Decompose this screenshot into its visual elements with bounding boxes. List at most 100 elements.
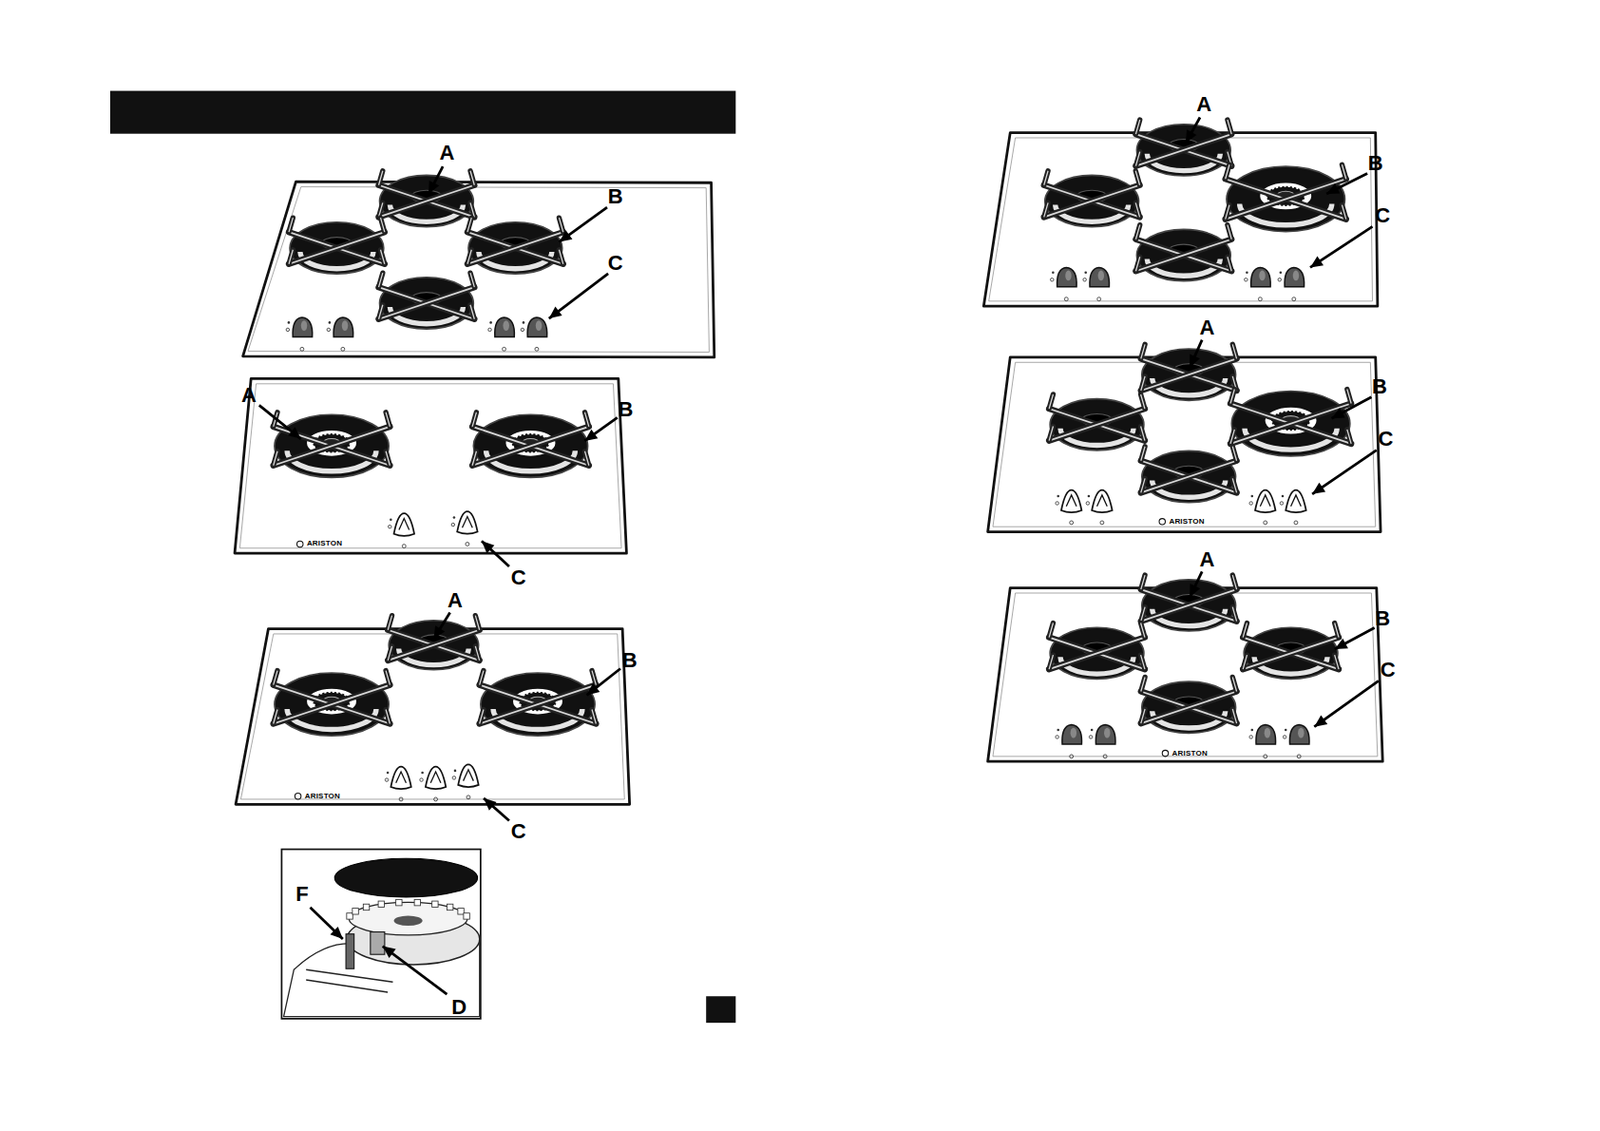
grate-finger-highlight (1232, 607, 1237, 622)
callout-letter: A (1200, 317, 1216, 339)
drawing-part (390, 766, 411, 790)
grate-finger-highlight (1141, 394, 1145, 409)
leader-arrow (1189, 340, 1202, 368)
burner (1048, 394, 1145, 451)
arrow-head (1334, 638, 1349, 649)
arrow-head (1312, 482, 1326, 495)
knob-mark (1055, 501, 1059, 505)
grate-arm (1141, 460, 1238, 494)
grate-finger-highlight (1141, 676, 1145, 691)
grate-finger-highlight (475, 615, 479, 630)
burner (1141, 343, 1238, 400)
leader-arrow (584, 417, 617, 441)
grate-arm (1135, 239, 1232, 272)
burner (479, 670, 597, 737)
leader-arrow (1189, 571, 1202, 597)
leader-arrow (481, 540, 510, 567)
grate-finger (1334, 623, 1339, 638)
knob-symbol (399, 797, 403, 801)
page-marker (705, 995, 736, 1023)
grate-finger (1230, 429, 1235, 444)
knob-highlight (1098, 270, 1105, 282)
grate-finger-highlight (472, 412, 477, 427)
control-knob (419, 766, 446, 801)
arrow-head (1314, 714, 1328, 726)
knob-mark (1281, 495, 1285, 498)
knob-mark (454, 769, 458, 773)
burner-tooth (352, 908, 359, 915)
callout-letter: A (1196, 94, 1212, 115)
burner-tooth (463, 913, 470, 919)
burner (1135, 119, 1232, 176)
grate-finger (273, 708, 278, 724)
drawing-part (1189, 571, 1202, 597)
grate-finger (591, 670, 596, 686)
grate-finger-highlight (385, 670, 390, 686)
knob-mark (1279, 501, 1283, 505)
knob-mark (522, 321, 526, 324)
arrow-head (481, 540, 495, 553)
grate-finger-highlight (1044, 202, 1048, 217)
grate-arm-highlight (1225, 178, 1347, 219)
burner (1044, 171, 1141, 228)
grate-arm (1141, 358, 1238, 391)
grate-arm-highlight (1135, 239, 1232, 272)
drawing-part (1334, 628, 1375, 650)
grate-finger-highlight (380, 217, 385, 232)
grate-arm-highlight (1141, 589, 1238, 622)
pan-support-base (289, 222, 384, 274)
detail-frame (281, 849, 480, 1019)
grate-arm (288, 231, 385, 265)
grate-finger (467, 217, 472, 232)
grate-finger (379, 272, 383, 287)
grate-arm-highlight (1048, 637, 1145, 670)
pan-support-base (380, 174, 475, 227)
brand-logo (1159, 518, 1165, 525)
grate-arm-highlight (479, 685, 597, 724)
grate-finger (1232, 708, 1237, 724)
drawing-part (1057, 266, 1078, 286)
knob-grip (1066, 495, 1077, 507)
grate-arm (472, 426, 590, 466)
drawing-part (333, 317, 354, 337)
knob-grip (1291, 495, 1302, 507)
leader-arrow (1314, 680, 1379, 726)
grate-arm (273, 426, 391, 466)
leader-arrow (1310, 226, 1373, 267)
grate-finger (379, 304, 383, 320)
grate-finger-highlight (558, 217, 563, 232)
knob-highlight (1065, 270, 1071, 282)
burner (1141, 446, 1238, 503)
grate-arm-highlight (273, 426, 391, 466)
hob-inner-edge (239, 383, 622, 549)
grate-finger-highlight (1230, 429, 1235, 444)
grate-finger-highlight (1227, 256, 1232, 271)
drawing-part (481, 540, 510, 567)
grate-arm (1135, 239, 1232, 272)
knob-mark (1284, 728, 1288, 732)
grate-arm-highlight (379, 286, 476, 320)
control-knob (520, 317, 548, 351)
burner-tooth (346, 913, 353, 919)
burner (379, 171, 476, 228)
knob-mark (451, 522, 455, 526)
grate-finger (1141, 343, 1145, 359)
grate-finger-highlight (1347, 388, 1352, 403)
knob-grip (462, 515, 474, 528)
grate-finger-highlight (1135, 152, 1140, 167)
arrow-head (559, 229, 573, 242)
grate-finger (1141, 376, 1145, 391)
burner-tooth (362, 903, 369, 910)
brand-name: ARISTON (1172, 749, 1208, 758)
grate-arm (1044, 185, 1141, 218)
brand-logo (294, 793, 301, 800)
callout-letter: A (241, 384, 257, 406)
control-knob (488, 317, 515, 351)
spark-plug (370, 932, 385, 955)
control-knob (1085, 490, 1112, 525)
grate-arm (1135, 133, 1232, 167)
hob-outline (243, 181, 715, 358)
drawing-part (1089, 266, 1110, 286)
gas-outlet (394, 914, 423, 926)
knob-mark (1084, 270, 1087, 274)
